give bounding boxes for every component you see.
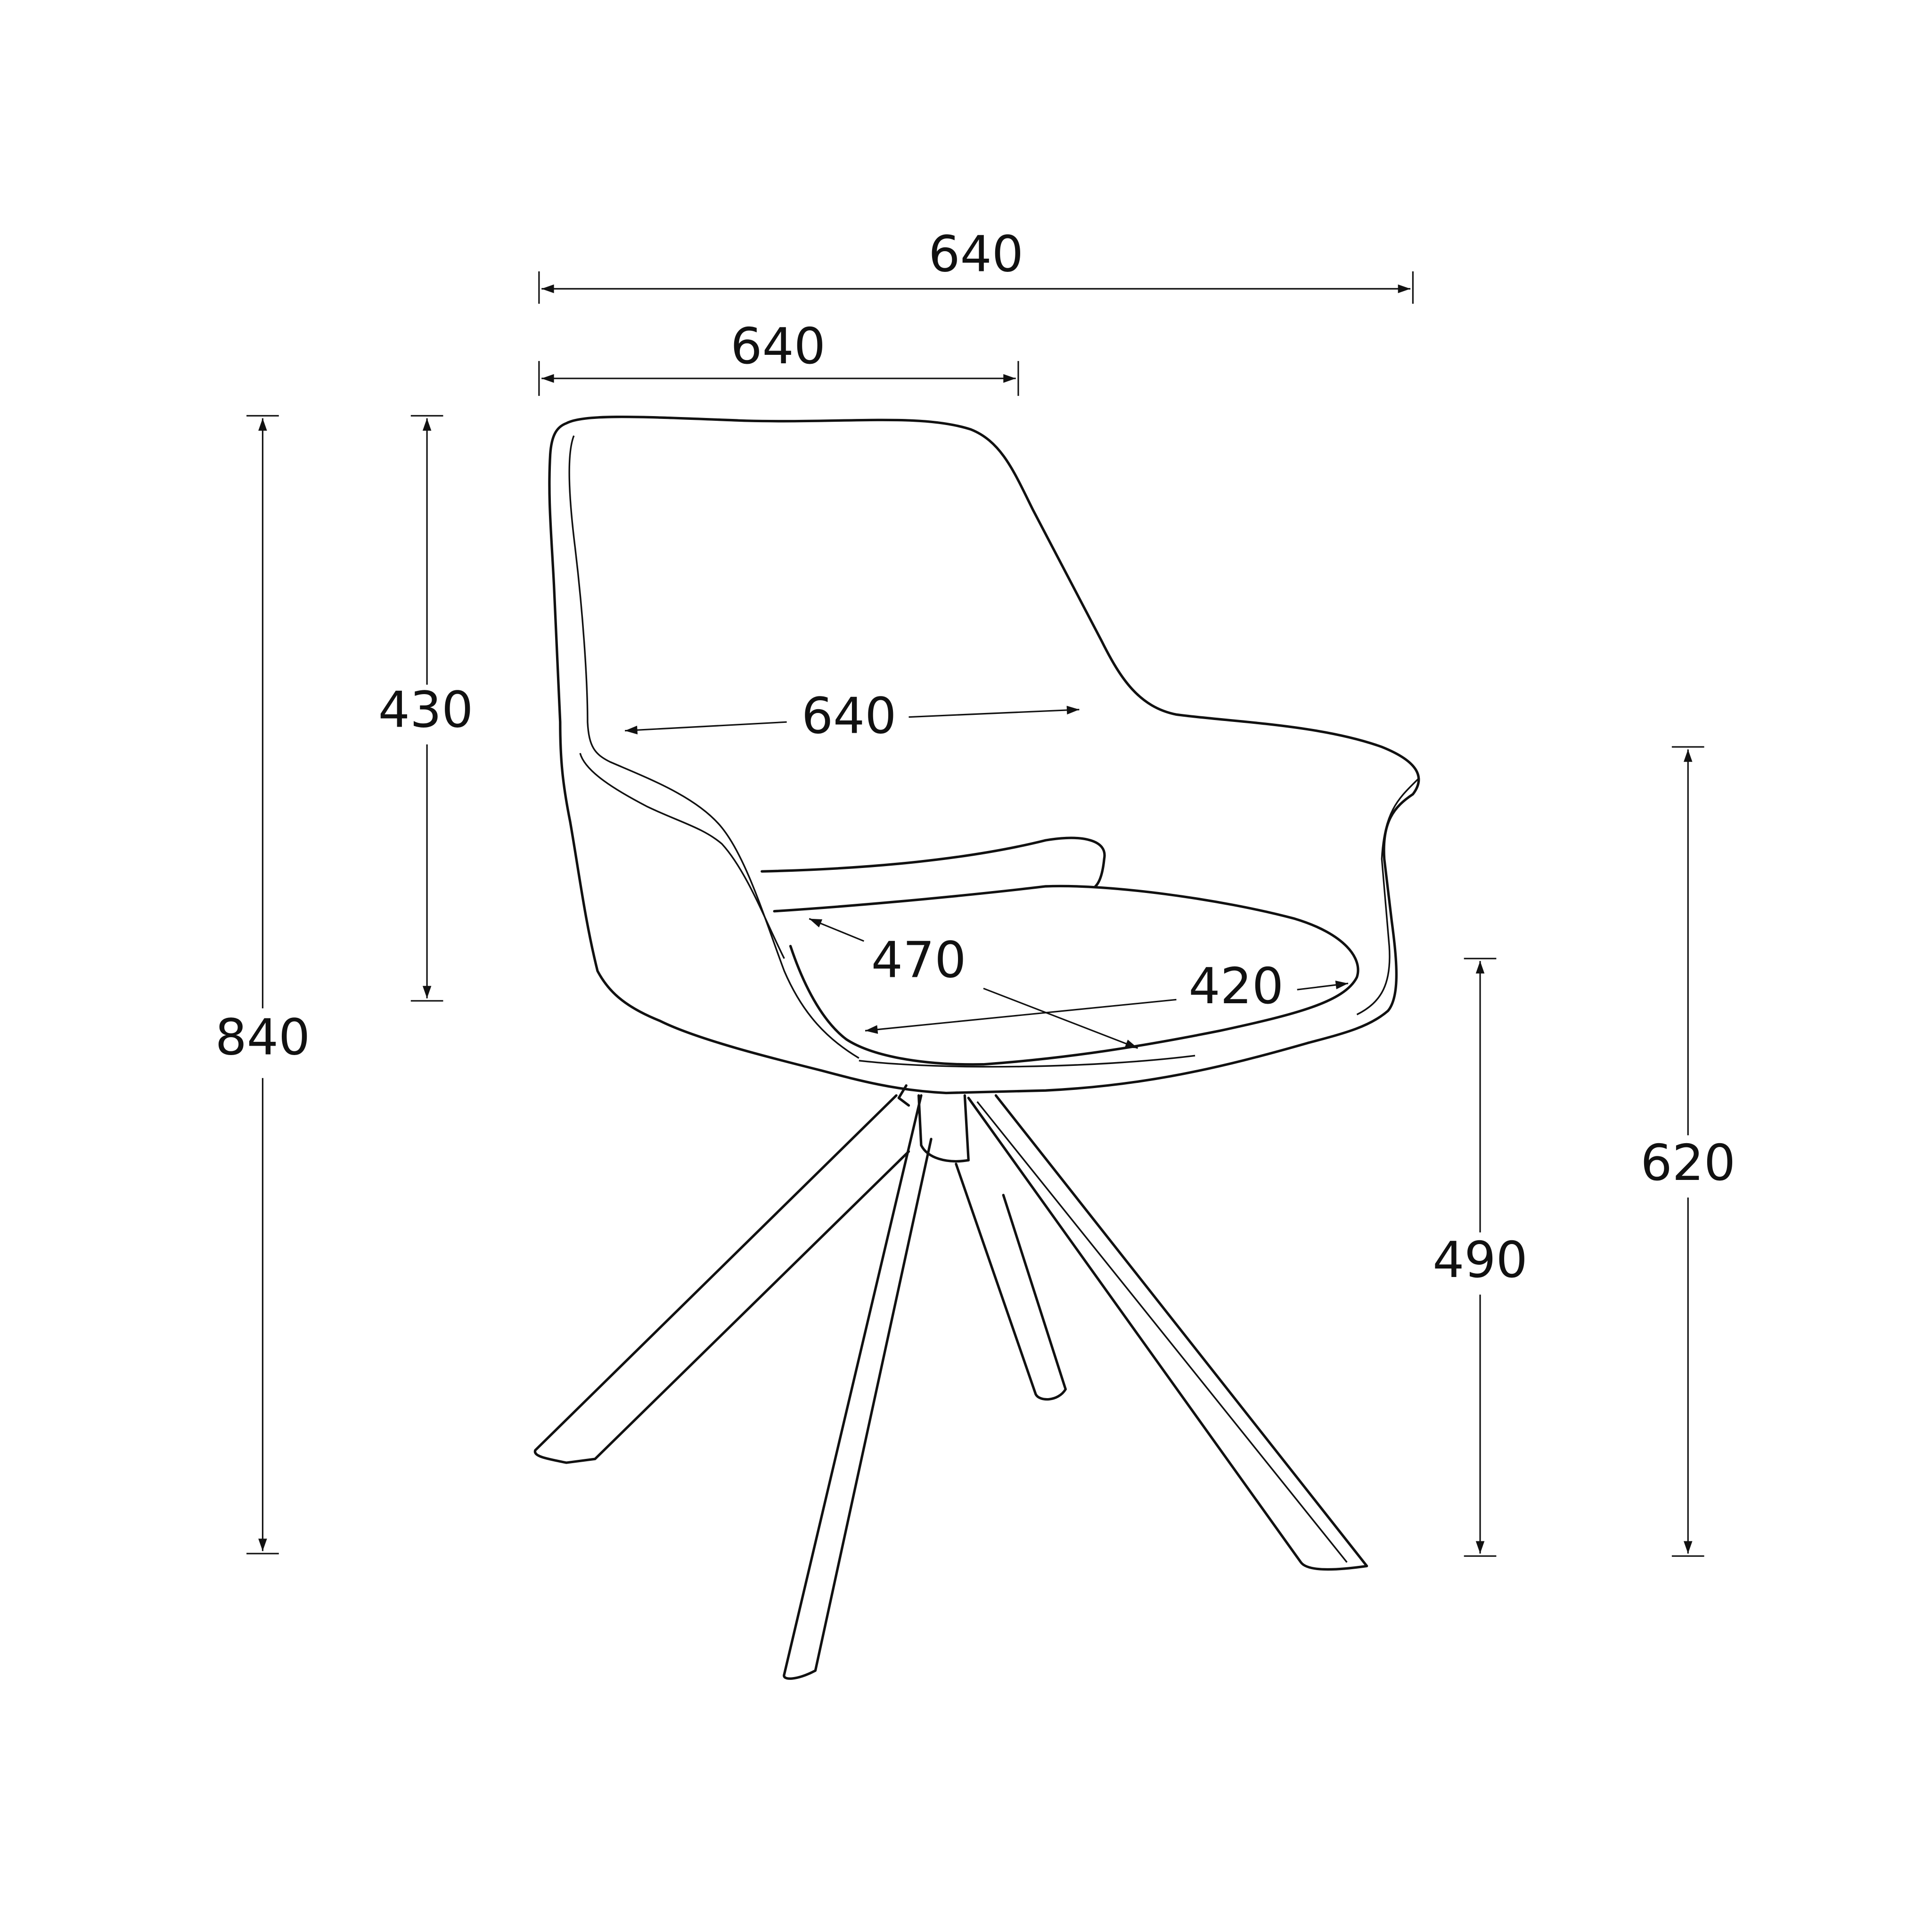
seat-bottom-line [859, 1055, 1195, 1068]
label-back-height: 430 [378, 681, 474, 739]
chair-drawing [548, 416, 1420, 1095]
dim-inner-width-line-right [909, 705, 1080, 718]
dimension-lines [246, 271, 1704, 1557]
chair-right-inner-edge [1356, 777, 1420, 1015]
label-overall-width: 640 [928, 225, 1023, 283]
label-inner-seat-width: 640 [802, 687, 897, 745]
leg-front-right-edge [976, 1101, 1348, 1563]
chair-arm-inner-edge [579, 753, 785, 959]
chair-back-outline [548, 416, 1420, 1095]
dim-seat-depth-line-bottom [983, 988, 1138, 1049]
dimension-labels: 640 640 640 430 840 470 420 490 620 [215, 225, 1736, 1289]
dim-seat-width-line-left [865, 999, 1177, 1034]
swivel-base [897, 1084, 970, 1163]
seat-cushion-outline [773, 884, 1359, 1066]
label-back-width: 640 [730, 317, 826, 375]
seat-back-junction [761, 836, 1106, 888]
dim-inner-width-line-left [625, 721, 787, 735]
label-seat-height: 490 [1433, 1231, 1528, 1289]
dim-seat-depth-line-top [809, 918, 864, 942]
label-armrest-height: 620 [1640, 1134, 1736, 1192]
leg-front-left [533, 1094, 910, 1464]
chair-back-inner-edge [568, 435, 860, 1059]
chair-legs [533, 1084, 1368, 1680]
leg-back-center [955, 1162, 1067, 1401]
label-overall-height: 840 [215, 1008, 311, 1066]
dim-seat-width-line-right [1297, 981, 1349, 991]
leg-front-right [967, 1094, 1368, 1571]
leg-front-center [783, 1094, 933, 1680]
label-seat-width: 420 [1188, 957, 1284, 1015]
label-seat-depth: 470 [871, 931, 966, 989]
